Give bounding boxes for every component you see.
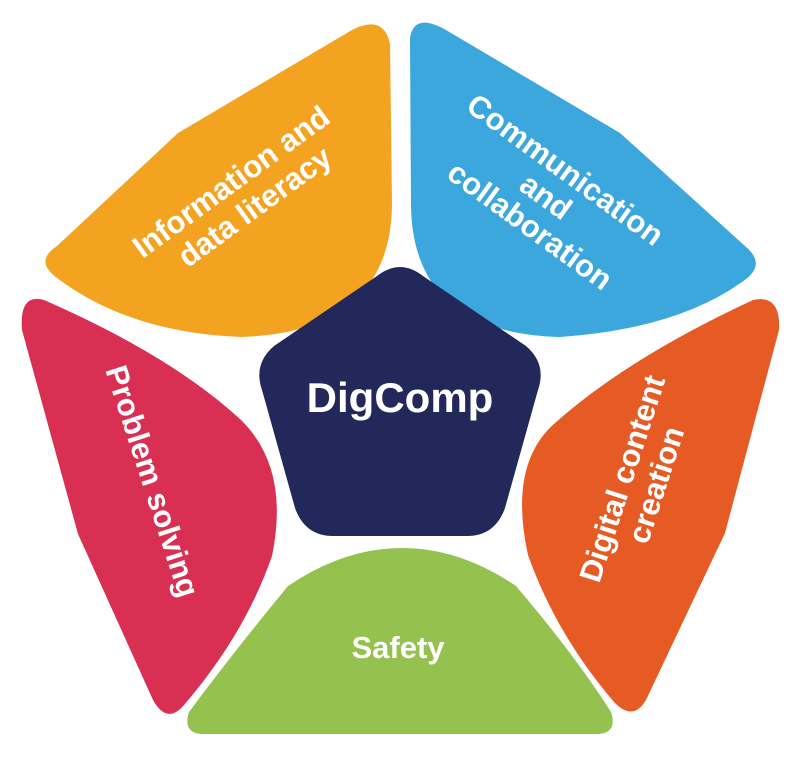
segment-communication-and-collaboration: Communication and collaboration xyxy=(410,22,756,338)
segment-digital-content-creation: Digital content creation xyxy=(522,299,780,712)
center-label: DigComp xyxy=(307,374,494,421)
segment-shape-safety xyxy=(187,548,613,734)
center-pentagon xyxy=(259,267,541,536)
center-node-digcomp: DigComp xyxy=(259,267,541,536)
segment-problem-solving: Problem solving xyxy=(21,298,277,714)
segment-label-safety: Safety xyxy=(351,630,445,665)
segment-shape-information-and-data-literacy xyxy=(45,24,392,337)
segment-shape-digital-content-creation xyxy=(522,299,780,712)
segment-information-and-data-literacy: Information and data literacy xyxy=(45,24,392,337)
segment-shape-problem-solving xyxy=(21,298,277,714)
segment-safety: Safety xyxy=(187,548,613,734)
segment-shape-communication-and-collaboration xyxy=(410,22,756,338)
